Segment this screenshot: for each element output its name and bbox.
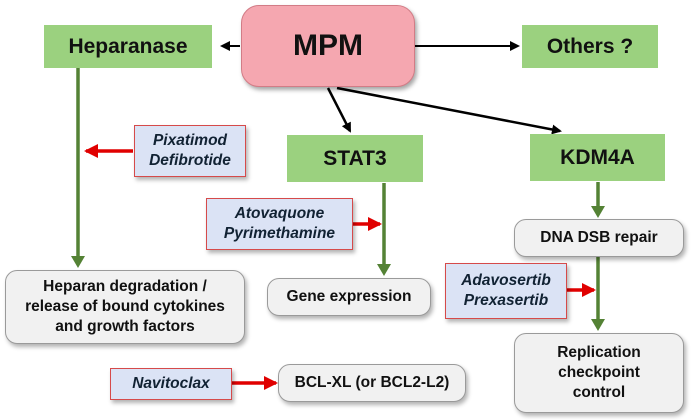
drug-defibrotide: Defibrotide (149, 152, 231, 169)
node-others: Others ? (522, 25, 658, 68)
drug-box-heparanase: Pixatimod Defibrotide (134, 125, 246, 177)
node-stat3-label: STAT3 (323, 146, 387, 170)
node-dna-dsb-repair-label: DNA DSB repair (540, 229, 658, 246)
arrowhead-heparanase-to-degradation (71, 256, 85, 268)
drug-box-bcl: Navitoclax (110, 368, 232, 400)
node-heparanase-label: Heparanase (68, 34, 188, 58)
checkpoint-line-1: Replication (557, 344, 641, 361)
node-replication-checkpoint: Replication checkpoint control (514, 333, 684, 413)
node-bcl-xl: BCL-XL (or BCL2-L2) (278, 364, 466, 402)
drug-navitoclax: Navitoclax (132, 375, 210, 392)
arrow-mpm-to-kdm4a (336, 86, 562, 135)
drug-box-stat3: Atovaquone Pyrimethamine (206, 198, 353, 250)
drug-prexasertib: Prexasertib (463, 292, 549, 309)
drug-adavosertib: Adavosertib (461, 272, 551, 289)
node-gene-expression-label: Gene expression (286, 288, 412, 305)
node-heparan-degradation: Heparan degradation / release of bound c… (5, 270, 245, 344)
drug-atovaquone: Atovaquone (234, 205, 325, 222)
node-kdm4a: KDM4A (530, 134, 665, 181)
arrowhead-kdm4a-to-dna-repair (591, 206, 605, 218)
heparan-line-2: release of bound cytokines (25, 298, 225, 315)
node-gene-expression: Gene expression (267, 278, 431, 316)
node-stat3: STAT3 (287, 135, 423, 182)
checkpoint-line-3: control (572, 384, 626, 401)
checkpoint-line-2: checkpoint (558, 364, 640, 381)
node-mpm-label: MPM (293, 29, 363, 62)
arrowhead-stat3-to-gene-expression (377, 264, 391, 276)
node-mpm: MPM (241, 5, 415, 87)
heparan-line-3: and growth factors (55, 318, 195, 335)
drug-pixatimod: Pixatimod (152, 132, 228, 149)
heparan-line-1: Heparan degradation / (43, 278, 207, 295)
arrowhead-dna-repair-to-checkpoint (591, 319, 605, 331)
drug-pyrimethamine: Pyrimethamine (223, 225, 336, 242)
node-others-label: Others ? (546, 34, 634, 58)
node-kdm4a-label: KDM4A (560, 145, 635, 169)
drug-box-checkpoint: Adavosertib Prexasertib (445, 263, 567, 319)
node-dna-dsb-repair: DNA DSB repair (514, 219, 684, 257)
arrow-mpm-to-stat3 (326, 87, 352, 133)
node-heparanase: Heparanase (44, 25, 212, 68)
node-bcl-xl-label: BCL-XL (or BCL2-L2) (294, 374, 450, 391)
